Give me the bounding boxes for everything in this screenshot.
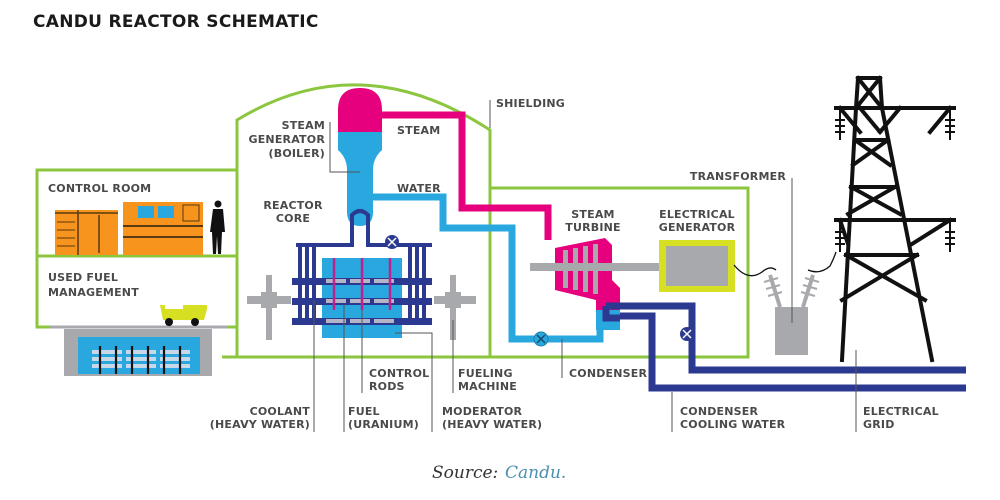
svg-text:FUELING: FUELING: [458, 367, 513, 380]
label-electrical-grid: ELECTRICAL GRID: [863, 405, 939, 431]
label-water: WATER: [397, 182, 441, 195]
label-shielding: SHIELDING: [496, 97, 565, 110]
electrical-generator: [659, 240, 735, 292]
svg-text:CONDENSER: CONDENSER: [680, 405, 759, 418]
label-condenser-cooling-water: CONDENSER COOLING WATER: [680, 405, 786, 431]
label-fueling-machine: FUELING MACHINE: [458, 367, 517, 393]
diagram-title: CANDU REACTOR SCHEMATIC: [33, 12, 319, 32]
source-label: Source:: [432, 463, 498, 483]
used-fuel-pool: [50, 325, 228, 376]
label-control-rods: CONTROL RODS: [369, 367, 429, 393]
svg-text:ELECTRICAL: ELECTRICAL: [659, 208, 735, 221]
svg-text:FUEL: FUEL: [348, 405, 380, 418]
label-reactor-core: REACTOR CORE: [263, 199, 323, 225]
label-control-room: CONTROL ROOM: [48, 182, 151, 195]
label-steam: STEAM: [397, 124, 440, 137]
svg-text:STEAM: STEAM: [571, 208, 614, 221]
transformer: [763, 274, 820, 355]
svg-text:MACHINE: MACHINE: [458, 380, 517, 393]
svg-text:ELECTRICAL: ELECTRICAL: [863, 405, 939, 418]
leader-lines: [313, 100, 857, 432]
label-coolant: COOLANT (HEAVY WATER): [210, 405, 311, 431]
label-moderator: MODERATOR (HEAVY WATER): [442, 405, 542, 431]
svg-text:(HEAVY WATER): (HEAVY WATER): [210, 418, 310, 431]
water-pump-icon: [533, 331, 549, 347]
control-room-consoles: [55, 202, 203, 255]
svg-text:MANAGEMENT: MANAGEMENT: [48, 286, 139, 299]
grid-cable: [807, 251, 837, 273]
svg-text:MODERATOR: MODERATOR: [442, 405, 523, 418]
svg-text:(URANIUM): (URANIUM): [348, 418, 419, 431]
svg-text:CONTROL: CONTROL: [369, 367, 429, 380]
condenser-coil: [602, 306, 620, 322]
steam-generator: [338, 88, 382, 226]
transmission-tower-icon: [834, 75, 956, 363]
insulator-icons: [835, 108, 955, 252]
source-link[interactable]: Candu.: [505, 463, 566, 483]
label-used-fuel-management: USED FUEL MANAGEMENT: [48, 271, 139, 299]
svg-text:USED FUEL: USED FUEL: [48, 271, 118, 284]
label-transformer: TRANSFORMER: [690, 170, 786, 183]
label-steam-turbine: STEAM TURBINE: [565, 208, 621, 234]
svg-text:STEAM: STEAM: [282, 119, 325, 132]
fueling-machine-left: [247, 275, 291, 340]
fuel-transfer-cart: [160, 305, 207, 326]
svg-text:(BOILER): (BOILER): [269, 147, 325, 160]
fueling-machine-right: [434, 275, 476, 340]
label-electrical-generator: ELECTRICAL GENERATOR: [659, 208, 736, 234]
svg-text:REACTOR: REACTOR: [263, 199, 323, 212]
svg-text:GENERATOR: GENERATOR: [248, 133, 325, 146]
svg-text:COOLING WATER: COOLING WATER: [680, 418, 786, 431]
svg-text:RODS: RODS: [369, 380, 405, 393]
cooling-water-pump-icon: [680, 327, 694, 341]
svg-text:COOLANT: COOLANT: [250, 405, 311, 418]
person-silhouette-icon: [210, 200, 225, 254]
svg-text:(HEAVY WATER): (HEAVY WATER): [442, 418, 542, 431]
coolant-pump-icon: [385, 235, 399, 249]
svg-text:CONTROL ROOM: CONTROL ROOM: [48, 182, 151, 195]
label-condenser: CONDENSER: [569, 367, 648, 380]
water-pipe: [373, 193, 604, 343]
generator-cable: [733, 264, 777, 277]
condenser-cooling-water-return: [620, 312, 966, 392]
steam-pipe: [382, 111, 552, 240]
label-steam-generator: STEAM GENERATOR (BOILER): [248, 119, 325, 160]
svg-text:CORE: CORE: [276, 212, 310, 225]
label-fuel: FUEL (URANIUM): [348, 405, 419, 431]
svg-text:GRID: GRID: [863, 418, 895, 431]
building-outline: [35, 83, 750, 359]
svg-text:TURBINE: TURBINE: [565, 221, 621, 234]
svg-text:GENERATOR: GENERATOR: [659, 221, 736, 234]
